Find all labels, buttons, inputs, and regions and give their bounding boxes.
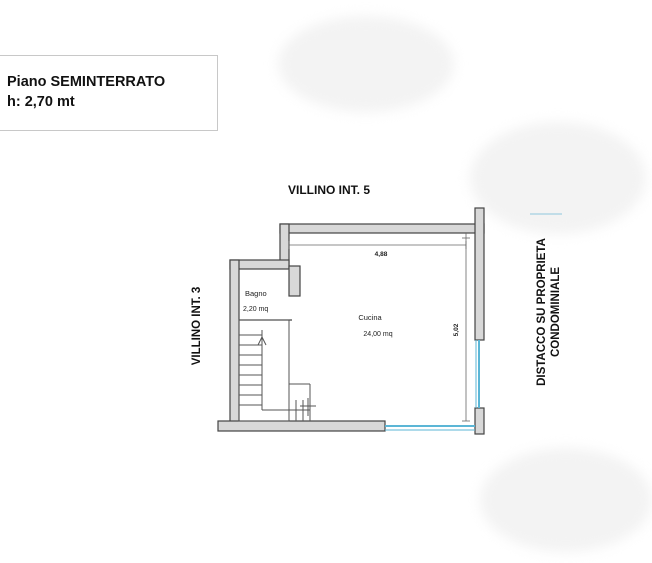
floor-height: h: 2,70 mt xyxy=(7,94,75,110)
neighbor-top-label: VILLINO INT. 5 xyxy=(288,183,371,197)
room-cucina-name: Cucina xyxy=(358,313,382,322)
dimension-lines xyxy=(288,233,470,422)
wall-bottom-left xyxy=(217,420,386,432)
dimension-width-label: 4,88 xyxy=(375,251,388,258)
background-blur-right xyxy=(470,122,646,234)
stair-arrow xyxy=(257,335,267,346)
floor-info-box: Piano SEMINTERRATO h: 2,70 mt xyxy=(0,55,218,131)
background-blur-bottom xyxy=(480,448,652,552)
room-bagno-area: 2,20 mq xyxy=(243,306,268,313)
dimension-depth-label: 5,02 xyxy=(453,323,460,336)
floor-title: Piano SEMINTERRATO xyxy=(7,74,166,90)
room-bagno-name: Bagno xyxy=(245,289,267,298)
stair-outline xyxy=(238,319,290,422)
plan-labels: 4,88 5,02 Bagno 2,20 mq Cucina 24,00 mq xyxy=(243,251,460,338)
windows xyxy=(385,213,562,431)
wall-right-lower xyxy=(474,407,485,435)
wall-left xyxy=(229,259,240,427)
staircase xyxy=(238,319,316,422)
background-blur-top xyxy=(278,16,454,112)
wall-right-upper xyxy=(474,207,485,341)
walls xyxy=(217,207,485,435)
room-cucina-area: 24,00 mq xyxy=(363,331,392,338)
wall-top xyxy=(279,223,485,234)
bathroom-wall-stub xyxy=(288,265,301,297)
